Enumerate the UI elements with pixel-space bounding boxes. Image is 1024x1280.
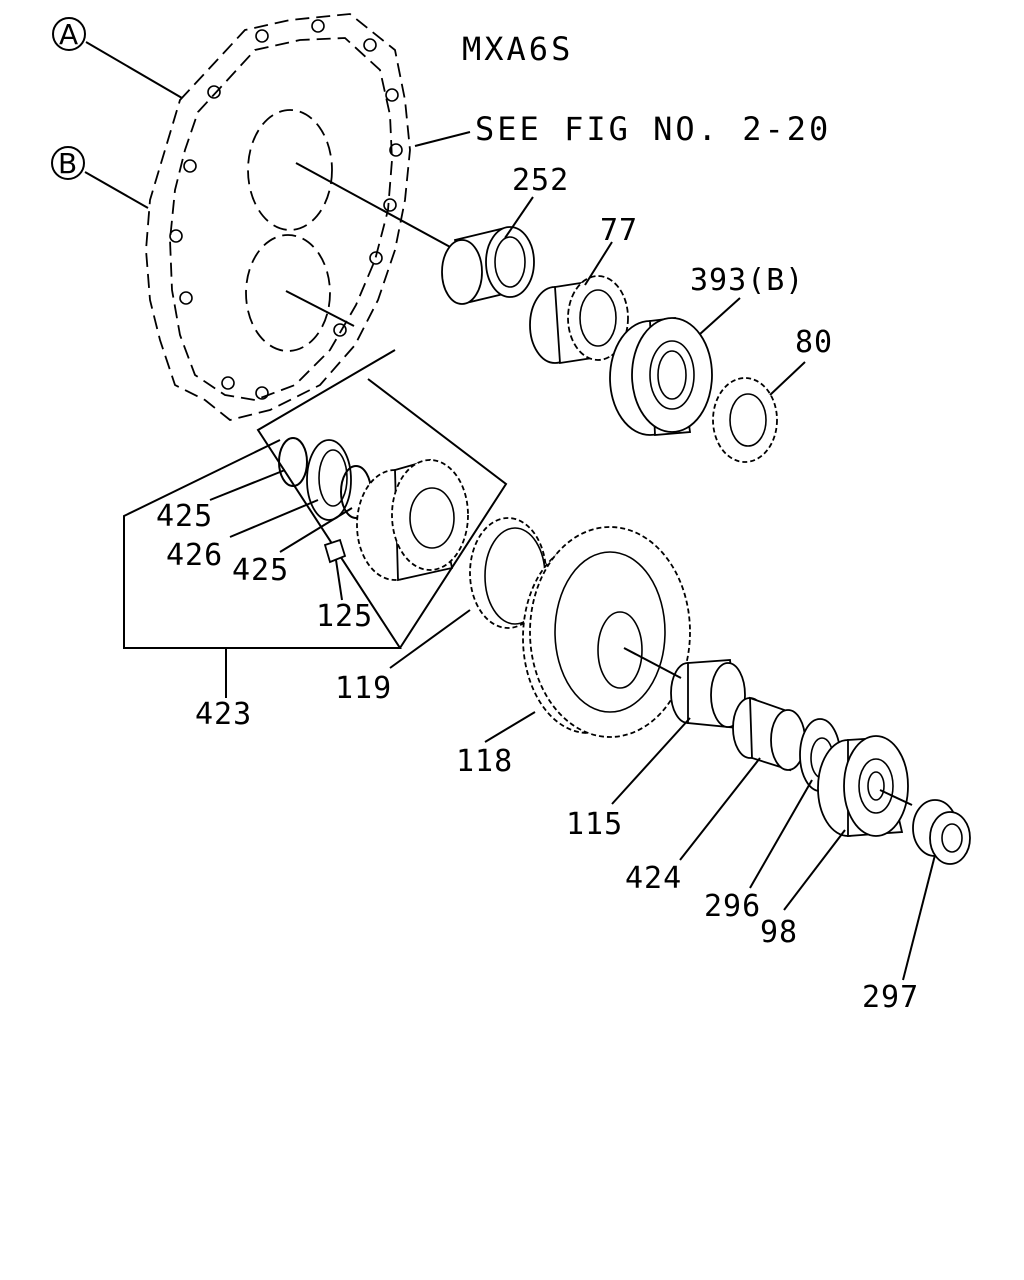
svg-text:B: B [58,147,77,180]
label-425-upper: 425 [156,499,213,534]
label-77: 77 [600,213,638,248]
part-125-key [323,538,347,564]
label-424: 424 [625,861,682,896]
part-424-collar [732,696,806,772]
part-393b-bearing [609,317,713,436]
callout-a: A [52,17,183,99]
model-title: MXA6S [462,30,573,68]
callout-b: B [51,146,149,209]
label-119: 119 [335,671,392,706]
svg-text:A: A [59,18,78,51]
label-115: 115 [566,807,623,842]
part-98-bearing [817,735,909,837]
upper-shaft-axis [295,162,453,249]
part-77-gear [529,275,629,365]
case-bolt-holes [169,19,403,400]
label-125: 125 [316,599,373,634]
lower-shaft-axis-3 [879,789,913,806]
label-393b: 393(B) [690,263,804,298]
label-297: 297 [862,980,919,1015]
label-426: 426 [166,538,223,573]
label-80: 80 [795,325,833,360]
transmission-case [145,13,411,421]
part-425-snap-ring-left [278,437,308,487]
group-bracket-423 [123,349,508,698]
lower-shaft-axis [285,290,355,327]
part-80-gear [712,377,778,463]
see-fig-reference: SEE FIG NO. 2-20 [475,110,831,148]
label-296: 296 [704,889,761,924]
label-98: 98 [760,915,798,950]
part-118-gear [522,526,691,738]
label-118: 118 [456,744,513,779]
label-423: 423 [195,697,252,732]
leader-lines [209,196,936,981]
see-fig-leader [414,131,471,147]
part-252-bearing [441,226,535,305]
lower-shaft-axis-2 [623,647,682,679]
label-252: 252 [512,163,569,198]
part-297-nut [912,799,971,865]
synchronizer-hub [356,458,469,582]
label-425-lower: 425 [232,553,289,588]
